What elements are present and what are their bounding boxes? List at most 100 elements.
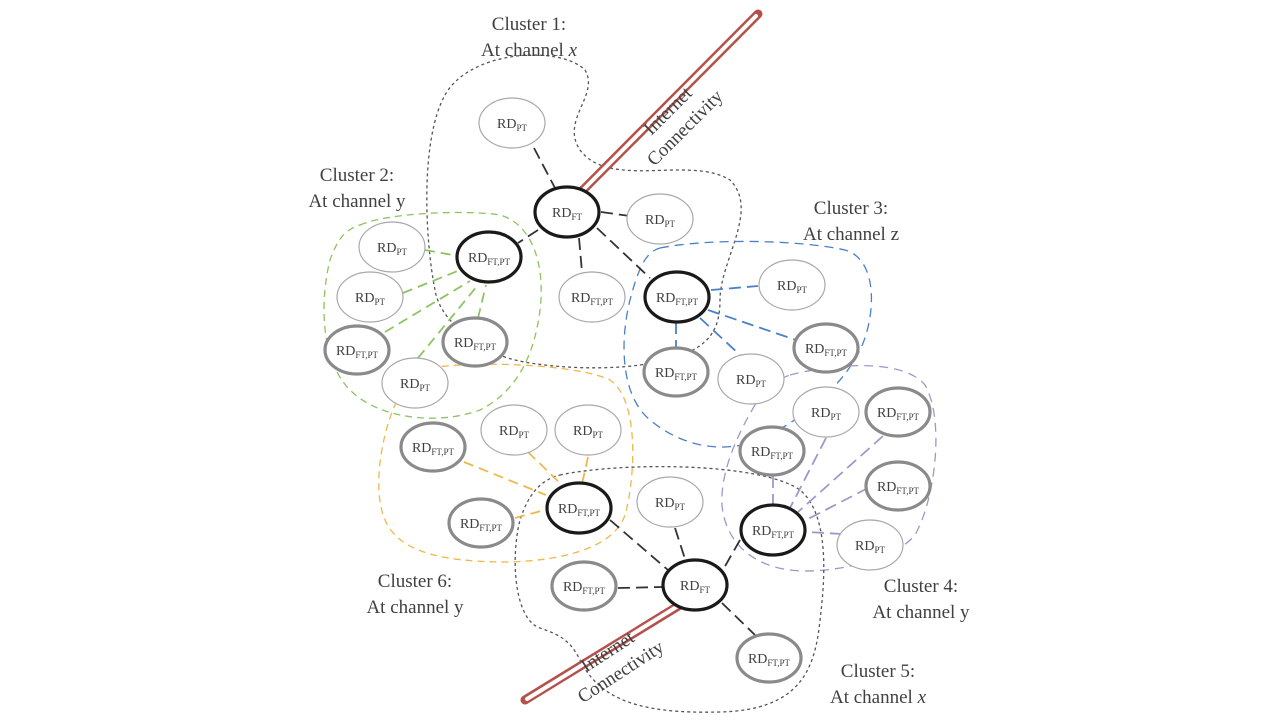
node-rd-pt: RDPT bbox=[358, 221, 426, 273]
node-head-rd-ftpt: RDFT,PT bbox=[739, 503, 807, 557]
cluster-2-label: Cluster 2: At channel y bbox=[308, 165, 406, 212]
svg-text:RDPT: RDPT bbox=[655, 496, 685, 512]
cluster-6-boundary bbox=[378, 363, 634, 563]
link bbox=[527, 451, 566, 489]
svg-text:RDFT,PT: RDFT,PT bbox=[468, 251, 511, 267]
svg-text:At channel z: At channel z bbox=[803, 224, 899, 245]
link bbox=[424, 249, 459, 257]
link bbox=[807, 531, 843, 535]
cluster-3-boundary bbox=[623, 240, 873, 448]
node-head-rd-ftpt: RDFT,PT bbox=[545, 481, 613, 535]
node-rd-pt: RDPT bbox=[478, 97, 546, 149]
svg-text:At channel y: At channel y bbox=[366, 597, 464, 618]
node-gateway-rd-ftpt: RDFT,PT bbox=[399, 421, 467, 473]
node-head-rd-ftpt: RDFT,PT bbox=[455, 230, 523, 284]
cluster-1-links bbox=[517, 147, 651, 279]
svg-text:RDPT: RDPT bbox=[811, 406, 841, 422]
link bbox=[384, 280, 471, 333]
svg-text:RDFT,PT: RDFT,PT bbox=[752, 524, 795, 540]
node-gateway-rd-ftpt: RDFT,PT bbox=[864, 460, 932, 512]
svg-text:At channel y: At channel y bbox=[872, 602, 970, 623]
svg-text:Cluster 4:: Cluster 4: bbox=[884, 576, 958, 597]
cluster-5-boundary bbox=[514, 466, 825, 713]
svg-text:Cluster 5:: Cluster 5: bbox=[841, 661, 915, 682]
link bbox=[517, 229, 539, 244]
link bbox=[617, 586, 663, 589]
svg-text:RDPT: RDPT bbox=[855, 539, 885, 555]
internet-label-top: Internet Connectivity bbox=[640, 82, 728, 170]
svg-text:RDPT: RDPT bbox=[736, 373, 766, 389]
svg-text:RDFT,PT: RDFT,PT bbox=[877, 406, 920, 422]
link bbox=[707, 309, 797, 341]
svg-text:RDFT,PT: RDFT,PT bbox=[336, 344, 379, 360]
link bbox=[674, 527, 687, 563]
cluster-6-links bbox=[463, 451, 589, 519]
link bbox=[581, 456, 589, 485]
node-rd-pt: RDPT bbox=[792, 386, 860, 438]
svg-text:RDPT: RDPT bbox=[573, 424, 603, 440]
links bbox=[384, 147, 884, 636]
internet-link-top-inner bbox=[578, 14, 758, 195]
link bbox=[710, 285, 759, 291]
link bbox=[719, 539, 741, 576]
svg-text:RDFT,PT: RDFT,PT bbox=[571, 291, 614, 307]
cluster-1-label: Cluster 1: At channel x bbox=[481, 14, 578, 61]
link bbox=[402, 269, 461, 294]
cluster-3-label: Cluster 3: At channel z bbox=[803, 198, 899, 245]
link bbox=[600, 211, 631, 217]
svg-text:RDFT: RDFT bbox=[552, 206, 582, 222]
svg-text:RDPT: RDPT bbox=[377, 241, 407, 257]
svg-text:RDFT,PT: RDFT,PT bbox=[460, 517, 503, 533]
link bbox=[797, 435, 884, 513]
node-rd-pt: RDPT bbox=[836, 519, 904, 571]
node-rd-pt: RDPT bbox=[626, 193, 694, 245]
svg-text:RDPT: RDPT bbox=[355, 291, 385, 307]
node-rd-pt: RDPT bbox=[717, 353, 785, 405]
svg-text:RDFT,PT: RDFT,PT bbox=[563, 580, 606, 596]
link bbox=[596, 227, 651, 279]
cluster-4-label: Cluster 4: At channel y bbox=[872, 576, 970, 623]
link bbox=[533, 147, 556, 189]
svg-text:RDPT: RDPT bbox=[777, 279, 807, 295]
svg-text:Cluster 2:: Cluster 2: bbox=[320, 165, 394, 186]
link bbox=[514, 509, 546, 519]
node-head-rd-ft: RDFT bbox=[533, 185, 601, 239]
node-gateway-rd-ftpt: RDFT,PT bbox=[792, 322, 860, 374]
link bbox=[578, 237, 583, 273]
svg-text:Cluster 1:: Cluster 1: bbox=[492, 14, 566, 35]
nodes: RDPT RDPT RDPT RDPT RDPT RDPT RDPT RDPT bbox=[323, 97, 932, 684]
node-gateway-rd-ftpt: RDFT,PT bbox=[447, 497, 515, 549]
node-rd-pt: RDPT bbox=[636, 476, 704, 528]
node-gateway-rd-ftpt: RDFT,PT bbox=[441, 316, 509, 368]
svg-text:RDFT,PT: RDFT,PT bbox=[412, 441, 455, 457]
link bbox=[463, 461, 547, 496]
svg-text:Cluster 3:: Cluster 3: bbox=[814, 198, 888, 219]
svg-text:At channel x: At channel x bbox=[830, 687, 927, 708]
node-gateway-rd-ftpt: RDFT,PT bbox=[323, 324, 391, 376]
link bbox=[609, 519, 669, 571]
svg-text:RDFT,PT: RDFT,PT bbox=[558, 502, 601, 518]
node-rd-pt: RDPT bbox=[381, 357, 449, 409]
cluster-4-links bbox=[772, 435, 884, 535]
svg-text:RDPT: RDPT bbox=[497, 117, 527, 133]
svg-text:Cluster 6:: Cluster 6: bbox=[378, 571, 452, 592]
node-rd-pt: RDPT bbox=[480, 404, 548, 456]
svg-text:At channel x: At channel x bbox=[481, 40, 578, 61]
cluster-2-links bbox=[384, 249, 487, 359]
link bbox=[721, 602, 756, 636]
svg-text:RDFT,PT: RDFT,PT bbox=[655, 366, 698, 382]
svg-text:RDFT,PT: RDFT,PT bbox=[748, 652, 791, 668]
node-head-rd-ft: RDFT bbox=[661, 558, 729, 612]
cluster-6-label: Cluster 6: At channel y bbox=[366, 571, 464, 618]
node-gateway-rd-ftpt: RDFT,PT bbox=[735, 632, 803, 684]
node-gateway-rd-ftpt: RDFT,PT bbox=[738, 425, 806, 477]
svg-text:RDPT: RDPT bbox=[400, 377, 430, 393]
cluster-boundaries bbox=[323, 54, 937, 713]
node-gateway-rd-ftpt: RDFT,PT bbox=[864, 386, 932, 438]
internet-link-bottom-inner bbox=[525, 604, 680, 701]
node-gateway-rd-ftpt: RDFT,PT bbox=[642, 346, 710, 398]
cluster-5-links bbox=[609, 519, 756, 636]
link bbox=[805, 487, 869, 521]
svg-text:RDFT,PT: RDFT,PT bbox=[805, 342, 848, 358]
